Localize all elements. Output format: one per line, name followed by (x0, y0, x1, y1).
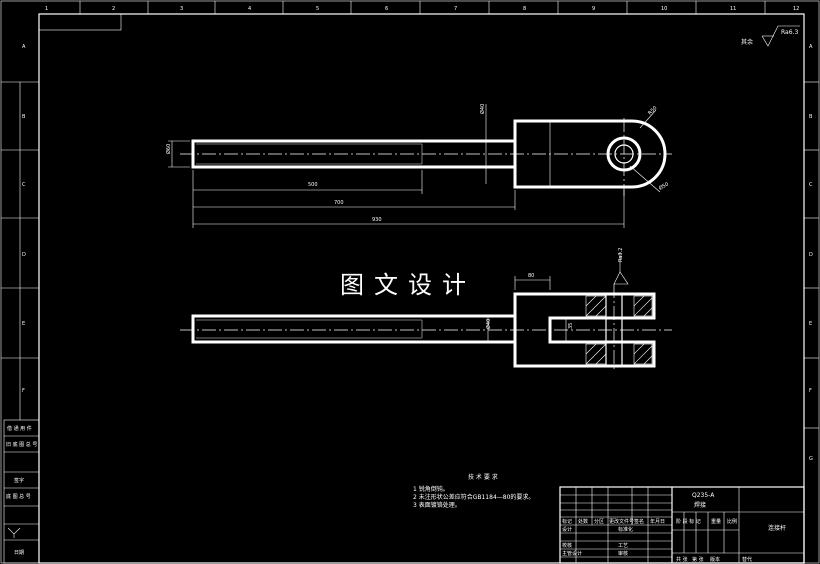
tb-bottom: 第 张 (692, 556, 704, 563)
zone-letter: D (22, 252, 26, 258)
zone-letter: G (809, 456, 813, 462)
tb-bottom: 共 张 (676, 556, 688, 563)
tb-header: 分区 (594, 518, 604, 525)
tb-header: 签名 (634, 518, 644, 525)
top-zone-ticks (79, 1, 766, 14)
tb-stage: 比例 (727, 518, 737, 525)
dim-hole: Ø50 (658, 181, 670, 192)
notes-title: 技 术 要 求 (468, 473, 498, 481)
surface-roughness-symbol: 其余 Ra6.3 (741, 25, 800, 47)
note-item: 3 表面镀铬处理。 (413, 501, 461, 509)
zone-number: 12 (793, 6, 799, 12)
dim-slot: 35 (568, 323, 574, 329)
watermark-text: 图文设计 (340, 271, 476, 299)
fork-outline (513, 292, 656, 368)
zone-number: 9 (592, 6, 595, 12)
zone-number: 5 (316, 6, 319, 12)
part-name: 连接杆 (768, 524, 786, 532)
tb-bottom: 替代 (742, 556, 752, 563)
zone-number: 4 (248, 6, 251, 12)
zone-letter: F (22, 388, 25, 394)
zone-number: 6 (385, 6, 388, 12)
technical-notes: 技 术 要 求 1 锐角倒钝。 2 未注形状公差应符合GB1184—80的要求。… (413, 473, 534, 509)
dim-80: 80 (528, 273, 534, 279)
top-zone-numbers: 1 2 3 4 5 6 7 8 9 10 11 12 (45, 6, 799, 12)
tb-header: 处数 (578, 518, 588, 525)
roughness-label: 其余 (741, 38, 753, 46)
zone-letter: B (809, 114, 813, 120)
tb-mid: 工艺 (618, 543, 628, 549)
zone-number: 3 (180, 6, 183, 12)
tb-header: 更改文件号 (609, 518, 634, 525)
strip-label: 借 通 用 件 (7, 425, 32, 432)
tb-mid: 审核 (618, 550, 628, 557)
strip-label: 旧 底 图 总 号 (6, 441, 37, 448)
zone-number: 2 (112, 6, 115, 12)
dim-700: 700 (334, 200, 344, 206)
dim-roughness: Ra3.2 (618, 248, 624, 262)
zone-letter: A (22, 44, 26, 50)
dim-930: 930 (372, 217, 382, 223)
note-item: 1 锐角倒钝。 (413, 485, 449, 493)
zone-letter: D (809, 252, 813, 258)
title-block: Q235-A 焊接 连接杆 标记 处数 分区 更改文件号 签名 年月日 设计 校… (559, 486, 805, 564)
tb-row: 校核 (562, 542, 572, 549)
tb-stage: 重量 (711, 518, 721, 525)
tb-row: 主管设计 (562, 550, 582, 557)
strip-label: 日期 (14, 550, 24, 556)
tb-header: 年月日 (650, 518, 665, 525)
corner-box (38, 13, 122, 31)
inner-frame (38, 13, 805, 564)
dim-top-dia: Ø40 (485, 319, 492, 329)
side-zone-ticks (1, 81, 819, 429)
strip-label: 底 图 总 号 (6, 493, 31, 500)
zone-letter: C (22, 182, 26, 188)
sub-material: 焊接 (694, 501, 706, 509)
dim-step: Ø40 (479, 104, 486, 114)
zone-letter: A (809, 44, 813, 50)
tb-stage: 阶 段 标 记 (676, 518, 701, 525)
zone-letter: F (809, 388, 812, 394)
top-view: 80 Ø40 35 Ra3.2 (180, 248, 672, 372)
zone-number: 11 (730, 6, 736, 12)
strip-label: 签字 (14, 477, 24, 484)
front-view: Ø60 Ø40 R50 Ø50 500 700 930 (165, 104, 672, 228)
dim-rod-diameter: Ø60 (165, 144, 172, 154)
tb-bottom: 版本 (710, 556, 720, 563)
roughness-value: Ra6.3 (781, 29, 798, 36)
zone-letter: E (22, 321, 25, 327)
zone-letter: E (809, 321, 812, 327)
zone-number: 7 (454, 6, 457, 12)
zone-number: 10 (661, 6, 667, 12)
left-record-strip: 借 通 用 件 旧 底 图 总 号 底 图 总 号 签字 日期 (3, 419, 40, 564)
dim-500: 500 (308, 182, 318, 188)
material: Q235-A (692, 492, 715, 499)
zone-number: 1 (45, 6, 48, 12)
dim-radius: R50 (647, 105, 658, 116)
side-zone-letters: A B C D E F A B C D E F G (22, 44, 813, 462)
tb-mid: 标准化 (618, 526, 633, 533)
zone-number: 8 (523, 6, 526, 12)
tb-row: 设计 (562, 526, 572, 533)
zone-letter: C (809, 182, 813, 188)
clevis-head (513, 119, 667, 189)
tb-header: 标记 (562, 518, 572, 525)
zone-letter: B (22, 114, 26, 120)
note-item: 2 未注形状公差应符合GB1184—80的要求。 (413, 493, 534, 501)
